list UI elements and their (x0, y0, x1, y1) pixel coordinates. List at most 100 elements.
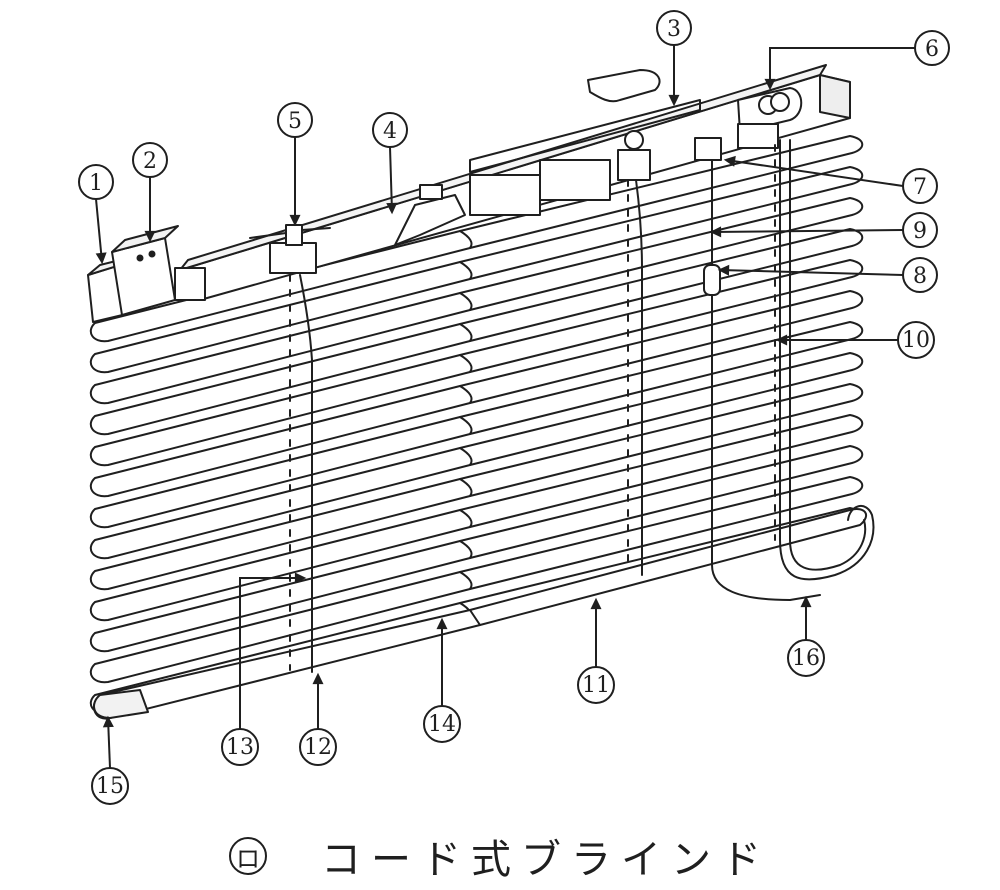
slat (89, 290, 864, 498)
leader-arrow (775, 334, 788, 346)
leader-line (719, 269, 904, 276)
pull-cord-9 (711, 159, 821, 601)
slat-seam (459, 323, 473, 342)
blind-illustration (87, 64, 875, 720)
leader-line (95, 198, 103, 263)
slat (89, 414, 864, 622)
slat-seam (459, 354, 473, 373)
callouts: 1 2 3 4 5 6 7 8 9 10 11 12 13 14 15 16 (78, 10, 950, 805)
bottom-rail-end-cap (93, 689, 149, 719)
slat-seam (459, 261, 473, 280)
leader-arrow (312, 672, 324, 685)
callout-15: 15 (91, 767, 129, 805)
leader-arrow (102, 715, 114, 728)
slats (89, 135, 864, 715)
callout-leaders (95, 45, 915, 769)
callout-4: 4 (372, 112, 408, 148)
callout-10: 10 (897, 321, 935, 359)
support-clip-wing (249, 227, 331, 239)
callout-5: 5 (277, 102, 313, 138)
leader-line (769, 47, 915, 88)
head-rail-end (819, 74, 851, 119)
end-bracket-3 (587, 69, 661, 103)
leader-line (239, 577, 304, 729)
leader-arrow (590, 597, 602, 610)
svg-text:6: 6 (925, 37, 939, 62)
slat-seam (459, 385, 473, 404)
tilt-wand-loop-16 (779, 139, 875, 581)
center-support-5 (269, 242, 317, 274)
slat-seam (459, 540, 473, 559)
end-cap-2-top (111, 225, 179, 253)
callout-2: 2 (132, 142, 168, 178)
svg-text:2: 2 (143, 149, 157, 174)
slat-seam (459, 416, 473, 435)
slat-seam (459, 478, 473, 497)
leader-arrow (294, 572, 307, 584)
callout-12: 12 (299, 728, 337, 766)
callout-11: 11 (577, 666, 615, 704)
svg-text:10: 10 (902, 328, 930, 353)
leader-arrow (709, 226, 722, 238)
bottom-rail-joint (469, 609, 481, 626)
leader-arrow (800, 595, 812, 608)
svg-text:8: 8 (913, 264, 927, 289)
slat-seam (459, 230, 473, 249)
cord-lock-7 (694, 137, 722, 161)
gear-box-left (469, 174, 541, 216)
end-cap-screw-2 (148, 250, 156, 258)
tilt-wand-loop-inner (789, 139, 867, 571)
svg-text:9: 9 (913, 219, 927, 244)
svg-text:7: 7 (913, 175, 927, 200)
slat-seam (459, 509, 473, 528)
leader-arrow (717, 264, 730, 276)
slat-seam (459, 571, 473, 590)
leader-line (725, 159, 904, 187)
slat (89, 476, 864, 684)
tilt-roller (624, 130, 644, 150)
leader-arrow (386, 202, 398, 215)
svg-text:11: 11 (582, 673, 610, 698)
slat (89, 166, 864, 374)
leader-arrow (668, 94, 680, 107)
caption-mark: ロ (229, 837, 267, 875)
rail-stub (174, 267, 206, 301)
svg-text:3: 3 (667, 17, 681, 42)
caption: ロ コード式ブラインド (0, 826, 1000, 886)
cord-tassel-8 (703, 264, 721, 296)
callout-9: 9 (902, 212, 938, 248)
tilt-mount (617, 149, 651, 181)
leader-arrow (144, 230, 156, 243)
svg-text:12: 12 (304, 735, 332, 760)
leader-line (389, 146, 393, 213)
headrail-clip (419, 184, 443, 200)
callout-16: 16 (787, 639, 825, 677)
lift-cords (299, 179, 643, 673)
leader-arrow (723, 155, 736, 167)
head-rail-top (179, 64, 827, 271)
ladder-strings (289, 144, 776, 671)
slat-seam (459, 292, 473, 311)
tilt-pulley-b (770, 92, 790, 112)
headrail-bracket-4 (394, 194, 466, 246)
slat (89, 197, 864, 405)
slat (89, 259, 864, 467)
slat (89, 352, 864, 560)
caption-title: コード式ブラインド (321, 837, 771, 883)
svg-text:5: 5 (288, 109, 302, 134)
svg-text:16: 16 (792, 646, 820, 671)
gear-box-right (539, 159, 611, 201)
callout-7: 7 (902, 168, 938, 204)
slat (89, 383, 864, 591)
slat-seam (459, 447, 473, 466)
callout-14: 14 (423, 705, 461, 743)
callout-8: 8 (902, 257, 938, 293)
callout-3: 3 (656, 10, 692, 46)
support-clip-5 (285, 224, 303, 246)
leader-arrow (289, 214, 301, 227)
end-cap-screw-1 (136, 254, 144, 262)
callout-1: 1 (78, 164, 114, 200)
leader-line (711, 229, 904, 233)
svg-text:13: 13 (226, 735, 254, 760)
